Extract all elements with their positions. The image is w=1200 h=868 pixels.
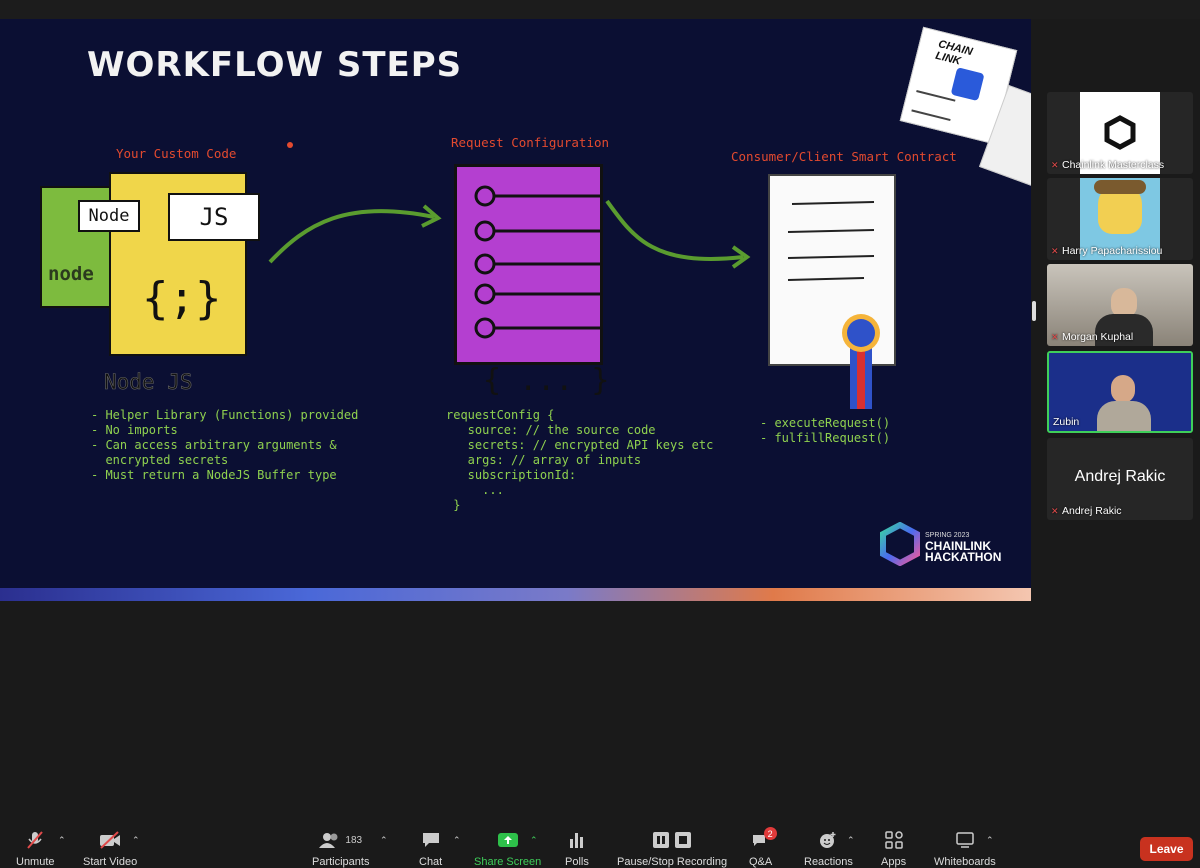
participant-tile-morgan[interactable]: ✕ Morgan Kuphal <box>1047 264 1193 346</box>
apps-grid-icon <box>884 830 903 850</box>
reactions-button[interactable]: Reactions <box>804 830 853 868</box>
hackathon-line-1: SPRING 2023 <box>925 532 970 539</box>
apps-button[interactable]: Apps <box>881 830 906 868</box>
slide-gradient-bar <box>0 588 1031 601</box>
share-screen-button[interactable]: Share Screen <box>474 830 541 868</box>
leave-button[interactable]: Leave <box>1140 837 1193 861</box>
participant-name-row: Zubin <box>1053 416 1079 428</box>
reactions-label: Reactions <box>804 856 853 868</box>
participants-count: 183 <box>345 834 363 846</box>
custom-code-label: Your Custom Code <box>116 146 237 161</box>
participants-button[interactable]: 183 Participants <box>312 830 369 868</box>
request-config-label: Request Configuration <box>451 135 610 150</box>
participant-name-row: ✕ Chainlink Masterclass <box>1051 159 1164 171</box>
participant-name-row: ✕ Harry Papacharissiou <box>1051 245 1162 257</box>
qa-button[interactable]: 2 Q&A <box>749 827 777 868</box>
whiteboards-label: Whiteboards <box>934 856 996 868</box>
qa-count-badge: 2 <box>763 827 777 840</box>
arrow-2-icon <box>605 199 751 269</box>
arrow-1-icon <box>268 204 442 264</box>
video-feed <box>1047 264 1193 346</box>
polls-bar-chart-icon <box>568 830 586 850</box>
chat-label: Chat <box>419 856 443 868</box>
chat-bubble-icon <box>421 830 441 850</box>
cartoon-avatar <box>1080 178 1160 260</box>
share-screen-icon <box>497 830 519 850</box>
participant-name: Chainlink Masterclass <box>1062 159 1165 171</box>
request-config-stack <box>454 164 603 365</box>
unmute-button[interactable]: Unmute <box>16 830 55 868</box>
participant-name: Zubin <box>1053 416 1080 428</box>
smiley-plus-icon <box>818 830 838 850</box>
node-tag: Node <box>78 200 140 232</box>
participant-name: Andrej Rakic <box>1062 505 1122 517</box>
custom-code-bullets: - Helper Library (Functions) provided - … <box>91 408 359 482</box>
chainlink-avatar <box>1080 92 1160 174</box>
mic-muted-icon: ✕ <box>1051 246 1059 256</box>
mic-muted-icon: ✕ <box>1051 332 1059 342</box>
node-logo: node <box>48 263 94 285</box>
microphone-muted-icon <box>25 830 45 850</box>
polls-label: Polls <box>565 856 589 868</box>
participant-tile-harry[interactable]: ✕ Harry Papacharissiou <box>1047 178 1193 260</box>
request-config-code: requestConfig { source: // the source co… <box>446 408 714 512</box>
chat-options-chevron-icon[interactable]: ⌃ <box>453 835 461 845</box>
participants-icon: 183 <box>319 830 362 850</box>
consumer-functions: - executeRequest() - fulfillRequest() <box>760 416 891 445</box>
reactions-options-chevron-icon[interactable]: ⌃ <box>847 835 855 845</box>
participant-tile-chainlink-masterclass[interactable]: ✕ Chainlink Masterclass <box>1047 92 1193 174</box>
participant-name-row: ✕ Morgan Kuphal <box>1051 331 1133 343</box>
hackathon-hexagon-icon <box>880 522 920 566</box>
qa-icon: 2 <box>751 827 777 850</box>
code-braces-icon: {;} <box>142 273 222 324</box>
hackathon-line-2: CHAINLINK <box>925 539 991 553</box>
recording-button[interactable]: Pause/Stop Recording <box>617 830 727 868</box>
chainlink-cube-text: CHAIN LINK <box>934 38 974 68</box>
participant-name: Morgan Kuphal <box>1062 331 1134 343</box>
participant-tile-andrej[interactable]: Andrej Rakic ✕ Andrej Rakic <box>1047 438 1193 520</box>
consumer-label: Consumer/Client Smart Contract <box>731 149 957 164</box>
whiteboard-icon <box>955 830 975 850</box>
share-screen-label: Share Screen <box>474 856 542 868</box>
pointer-dot <box>287 142 293 148</box>
meeting-toolbar: Unmute ⌃ Start Video ⌃ 183 Participants … <box>0 826 1200 868</box>
video-feed <box>1049 353 1191 431</box>
participants-label: Participants <box>312 856 370 868</box>
qa-label: Q&A <box>749 856 773 868</box>
pause-stop-icon <box>653 830 692 850</box>
audio-options-chevron-icon[interactable]: ⌃ <box>58 835 66 845</box>
whiteboards-options-chevron-icon[interactable]: ⌃ <box>986 835 994 845</box>
shared-slide: WORKFLOW STEPS Your Custom Code Node JS … <box>0 19 1031 601</box>
apps-label: Apps <box>881 856 907 868</box>
participants-options-chevron-icon[interactable]: ⌃ <box>380 835 388 845</box>
mic-muted-icon: ✕ <box>1051 506 1059 516</box>
polls-button[interactable]: Polls <box>565 830 589 868</box>
whiteboards-button[interactable]: Whiteboards <box>934 830 996 868</box>
mic-muted-icon: ✕ <box>1051 160 1059 170</box>
hackathon-badge-text: SPRING 2023 CHAINLINK HACKATHON <box>925 530 1001 563</box>
unmute-label: Unmute <box>16 856 55 868</box>
panel-resize-handle[interactable] <box>1032 301 1036 321</box>
participant-name: Harry Papacharissiou <box>1062 245 1163 257</box>
participant-tile-zubin[interactable]: Zubin <box>1047 351 1193 433</box>
slide-title: WORKFLOW STEPS <box>87 45 463 85</box>
start-video-label: Start Video <box>83 856 138 868</box>
seal-ribbon-icon <box>842 314 880 409</box>
window-top-bar <box>0 0 1200 19</box>
participant-display-name: Andrej Rakic <box>1074 468 1166 485</box>
share-options-chevron-icon[interactable]: ⌃ <box>530 835 538 845</box>
js-tag: JS <box>168 193 260 241</box>
request-braces-icon: { ... } <box>483 363 610 398</box>
participant-name-row: ✕ Andrej Rakic <box>1051 505 1122 517</box>
hackathon-line-3: HACKATHON <box>925 550 1002 564</box>
video-off-icon <box>98 830 122 850</box>
start-video-button[interactable]: Start Video <box>83 830 137 868</box>
recording-label: Pause/Stop Recording <box>617 856 728 868</box>
chat-button[interactable]: Chat <box>419 830 442 868</box>
video-options-chevron-icon[interactable]: ⌃ <box>132 835 140 845</box>
node-js-caption: Node JS <box>104 370 193 395</box>
